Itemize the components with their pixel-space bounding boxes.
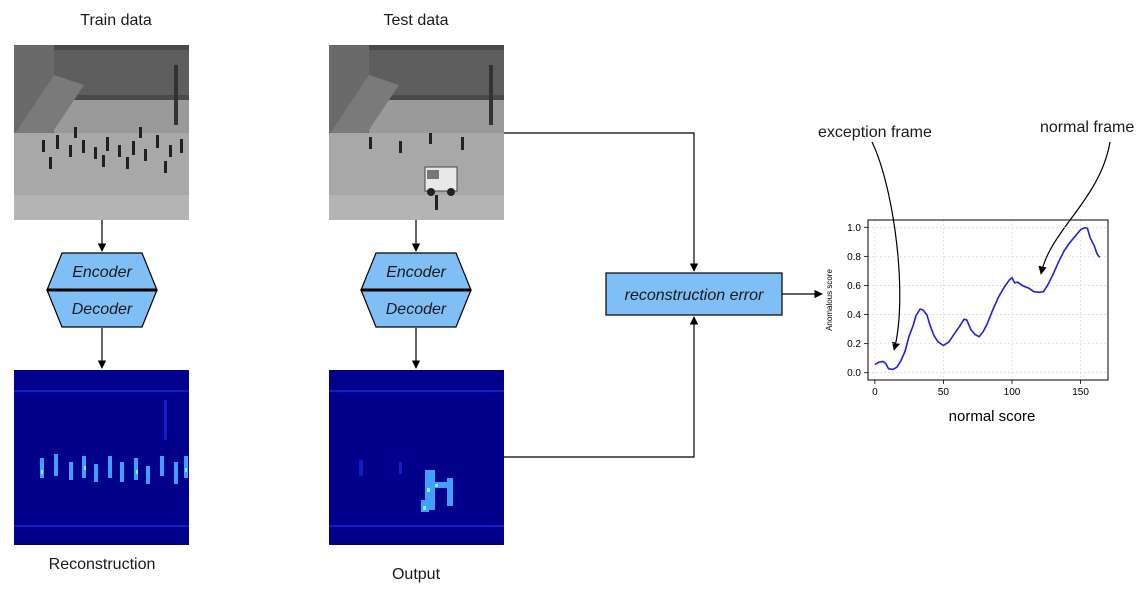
test-encoder-label: Encoder xyxy=(386,264,446,281)
test-autoencoder: Encoder Decoder xyxy=(360,252,472,328)
test-frame-to-error-arrow xyxy=(504,132,699,272)
reconstruction-caption: Reconstruction xyxy=(48,556,156,573)
chart-grid xyxy=(868,220,1108,380)
chart-plot-frame xyxy=(867,219,1109,381)
y-tick-label: 0.2 xyxy=(847,339,861,350)
y-tick-label: 0.6 xyxy=(847,281,861,292)
anomaly-score-line xyxy=(874,226,1101,371)
chart-x-axis-label: normal score xyxy=(949,408,1036,425)
chart-y-axis-label: Anomalous score xyxy=(825,269,834,331)
y-tick-label: 0.4 xyxy=(847,310,861,321)
test-data-title: Test data xyxy=(383,12,449,29)
train-frame-image xyxy=(14,45,189,220)
exception-frame-arrow xyxy=(871,141,901,351)
y-tick-label: 1.0 xyxy=(847,223,861,234)
output-to-error-arrow xyxy=(504,316,699,458)
anomaly-score-chart: 0 50 100 150 0.0 0.2 0.4 0.6 0.8 1.0 Anomalous sc… xyxy=(825,219,1109,425)
test-frame-image xyxy=(329,45,504,220)
x-tick-label: 0 xyxy=(872,387,878,398)
reconstruction-error-box xyxy=(605,272,783,316)
x-tick-label: 100 xyxy=(1004,387,1021,398)
output-caption: Output xyxy=(391,566,441,583)
x-tick-label: 150 xyxy=(1072,387,1089,398)
train-autoencoder: Encoder Decoder xyxy=(46,252,158,328)
reconstruction-error-label: reconstruction error xyxy=(625,287,764,304)
test-output-heatmap xyxy=(329,370,504,545)
y-tick-label: 0.8 xyxy=(847,252,861,263)
y-tick-label: 0.0 xyxy=(847,368,861,379)
train-encoder-label: Encoder xyxy=(72,264,132,281)
normal-frame-arrow xyxy=(1038,141,1111,275)
exception-frame-label: exception frame xyxy=(818,124,932,141)
train-data-title: Train data xyxy=(80,12,152,29)
train-reconstruction-heatmap xyxy=(14,370,189,545)
test-decoder-label: Decoder xyxy=(386,301,447,318)
train-decoder-label: Decoder xyxy=(72,301,133,318)
x-tick-label: 50 xyxy=(938,387,950,398)
normal-frame-label: normal frame xyxy=(1040,119,1135,136)
chart-ticks: 0 50 100 150 0.0 0.2 0.4 0.6 0.8 1.0 xyxy=(847,223,1089,398)
